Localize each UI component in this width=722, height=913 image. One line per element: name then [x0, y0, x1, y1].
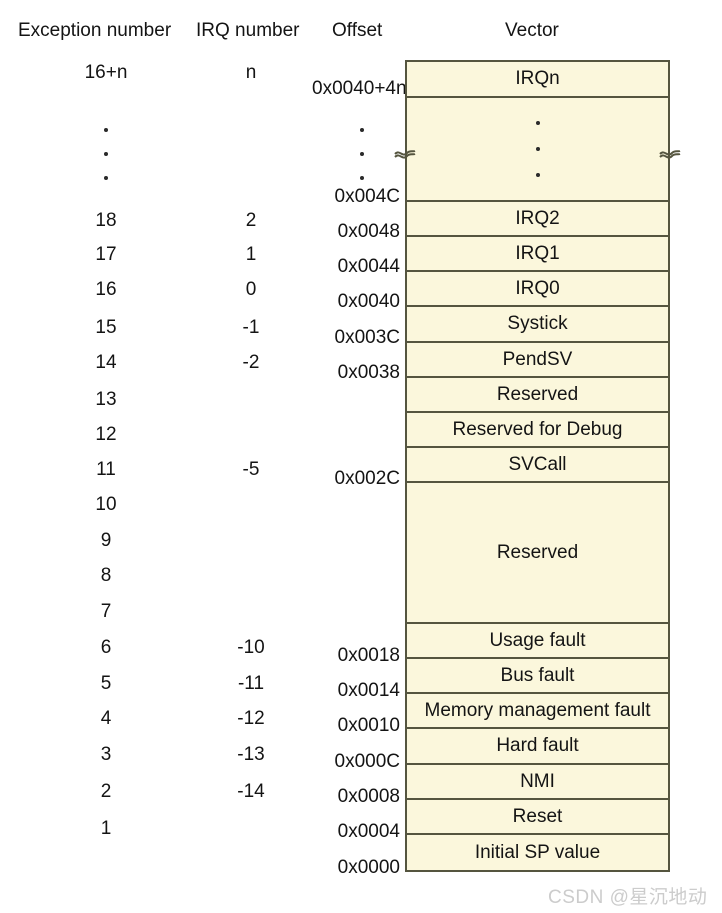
csdn-watermark: CSDN @星沉地动 [548, 887, 708, 908]
exception-number-label: 9 [100, 530, 112, 551]
vector-table-row: Usage fault [407, 624, 668, 659]
irq-number-label: -2 [242, 352, 260, 373]
vector-table-row: IRQ0 [407, 272, 668, 307]
break-mark-left-icon [394, 150, 416, 159]
vector-table-row: Initial SP value [407, 835, 668, 870]
vector-cell-label: IRQn [515, 68, 560, 89]
exception-number-label: 18 [95, 210, 117, 231]
offset-label: 0x0048 [337, 221, 400, 242]
column-header-exception-number: Exception number [18, 20, 172, 41]
vector-cell-label: NMI [520, 770, 555, 792]
vector-cell-label: IRQ0 [515, 277, 560, 299]
offset-label: 0x0014 [337, 680, 400, 701]
exception-number-label: 3 [100, 744, 112, 765]
exception-ellipsis-dot [104, 152, 108, 156]
exception-number-label: 17 [95, 244, 117, 265]
offset-label: 0x003C [334, 327, 401, 348]
vector-table-row: Systick [407, 307, 668, 343]
exception-ellipsis-dot [104, 128, 108, 132]
vector-ellipsis-dot [535, 121, 540, 125]
offset-label: 0x000C [334, 751, 401, 772]
vector-table-row: IRQn [407, 62, 668, 98]
exception-number-label: 7 [100, 601, 112, 622]
vector-ellipsis-dot [535, 147, 540, 151]
vector-cell-label: Initial SP value [474, 841, 601, 863]
vector-cell-label: Systick [507, 313, 568, 334]
offset-label: 0x0008 [337, 786, 400, 807]
vector-table-row: Bus fault [407, 659, 668, 694]
irq-number-label: -10 [237, 637, 265, 658]
vector-cell-label: IRQ1 [515, 242, 560, 264]
offset-label: 0x004C [334, 186, 401, 207]
vector-cell-label: Usage fault [489, 629, 586, 651]
exception-number-label: 5 [100, 673, 112, 694]
vector-table-row: Reset [407, 800, 668, 835]
exception-number-label: 16+n [84, 62, 128, 83]
vector-cell-label: Reserved [496, 541, 579, 563]
exception-number-label: 14 [95, 352, 117, 373]
exception-number-label: 8 [100, 565, 112, 586]
irq-number-label: 2 [245, 210, 257, 231]
irq-number-label: -11 [237, 673, 265, 694]
offset-label: 0x0004 [337, 821, 400, 842]
vector-table-row: PendSV [407, 343, 668, 378]
irq-number-label: -12 [237, 708, 265, 729]
exception-number-label: 1 [100, 818, 112, 839]
vector-table-row: SVCall [407, 448, 668, 483]
offset-label: 0x0018 [337, 645, 400, 666]
vector-table-row: Reserved [407, 483, 668, 624]
vector-cell-label: Memory management fault [424, 699, 651, 721]
vector-table-row: Reserved for Debug [407, 413, 668, 448]
vector-table-row: IRQ2 [407, 202, 668, 237]
offset-label: 0x0040+4n [312, 78, 407, 99]
vector-table-row: Memory management fault [407, 694, 668, 729]
offset-label: 0x0038 [337, 362, 400, 383]
vector-cell-label: Reserved [496, 383, 579, 405]
irq-number-label: n [245, 62, 257, 83]
exception-number-label: 13 [95, 389, 117, 410]
vector-cell-label: IRQ2 [515, 207, 560, 229]
exception-number-label: 12 [95, 424, 117, 445]
offset-label: 0x0044 [337, 256, 400, 277]
exception-number-label: 16 [95, 279, 117, 300]
offset-label: 0x0010 [337, 715, 400, 736]
column-header-offset: Offset [332, 20, 383, 41]
offset-label: 0x002C [334, 468, 401, 489]
vector-ellipsis-group [407, 98, 668, 200]
irq-number-label: -1 [242, 317, 260, 338]
offset-ellipsis-dot [360, 128, 364, 132]
vector-table-row: Reserved [407, 378, 668, 413]
exception-ellipsis-dot [104, 176, 108, 180]
vector-cell-label: SVCall [508, 453, 567, 475]
vector-table-row [407, 98, 668, 202]
exception-number-label: 10 [95, 494, 117, 515]
vector-cell-label: Hard fault [496, 735, 579, 756]
break-mark-right-icon [659, 150, 681, 159]
irq-number-label: 1 [245, 244, 257, 265]
exception-number-label: 2 [100, 781, 112, 802]
exception-number-label: 6 [100, 637, 112, 658]
irq-number-label: -5 [242, 459, 260, 480]
irq-number-label: -14 [237, 781, 265, 802]
exception-number-label: 15 [95, 317, 117, 338]
vector-cell-label: Bus fault [500, 664, 575, 686]
column-header-vector: Vector [505, 20, 559, 41]
vector-cell-label: Reset [512, 805, 563, 827]
column-header-irq-number: IRQ number [196, 20, 300, 41]
vector-cell-label: PendSV [502, 348, 573, 370]
offset-label: 0x0040 [337, 291, 400, 312]
vector-table-row: Hard fault [407, 729, 668, 765]
offset-label: 0x0000 [337, 857, 400, 878]
irq-number-label: -13 [237, 744, 265, 765]
offset-ellipsis-dot [360, 152, 364, 156]
vector-ellipsis-dot [535, 173, 540, 177]
exception-number-label: 11 [96, 459, 116, 480]
offset-ellipsis-dot [360, 176, 364, 180]
exception-number-label: 4 [100, 708, 112, 729]
vector-table-row: IRQ1 [407, 237, 668, 272]
vector-cell-label: Reserved for Debug [452, 418, 623, 440]
irq-number-label: 0 [245, 279, 257, 300]
vector-table-row: NMI [407, 765, 668, 800]
